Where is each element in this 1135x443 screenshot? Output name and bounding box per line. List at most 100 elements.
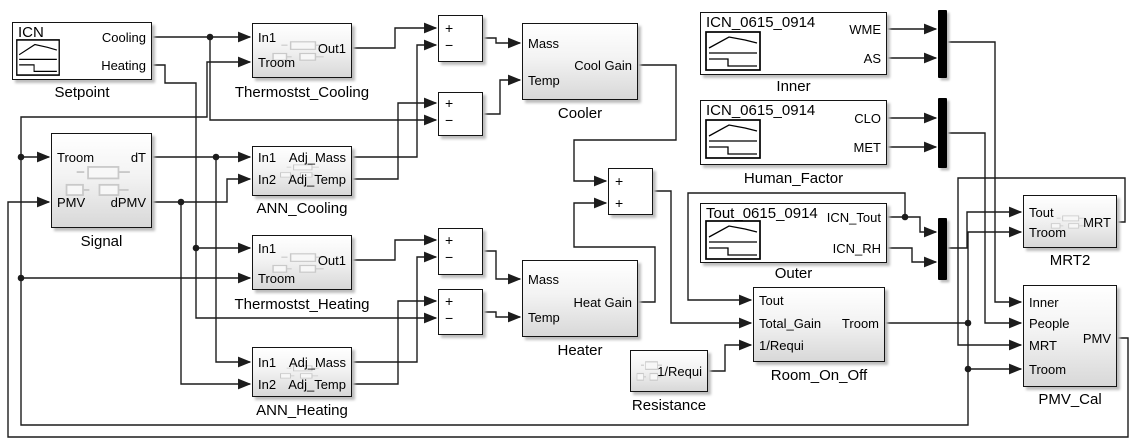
wire-icn-tout-branch-to-room-tout[interactable] [687, 192, 906, 306]
thermostst_heating-output-port-Out1: Out1 [317, 253, 346, 268]
resistance-output-port-1/Requi: 1/Requi [657, 364, 702, 379]
signal-output-port-dT: dT [130, 150, 146, 165]
block-resistance[interactable]: 1/Requi [630, 350, 708, 392]
wire-sum1-to-cooler-mass[interactable] [483, 37, 522, 49]
wire-cooling-branch-to-sum2-minus[interactable] [209, 37, 438, 126]
wire-signal-dt-to-ann-heating-in1[interactable] [215, 157, 252, 368]
thermostst_cooling-input-port-In1: In1 [258, 30, 277, 45]
block-sum3[interactable]: +− [438, 228, 483, 275]
wire-sum4-to-heater-temp[interactable] [483, 311, 522, 323]
wire-outer-icn-tout-to-mux[interactable] [887, 216, 938, 238]
thermostst_cooling-output-port-Out1: Out1 [317, 41, 346, 56]
heater-output-port-Heat Gain: Heat Gain [573, 295, 632, 310]
wire-junction-dot [17, 274, 25, 282]
signal-input-port-PMV: PMV [57, 195, 86, 210]
ann_heating-output-port-Adj_Temp: Adj_Temp [288, 377, 346, 392]
ann_cooling-input-port-In2: In2 [258, 172, 277, 187]
sum2-sign-1: − [445, 112, 454, 128]
outer-output-port-ICN_RH: ICN_RH [832, 241, 881, 256]
label-resistance: Resistance [631, 397, 707, 414]
block-sum1[interactable]: +− [438, 15, 483, 62]
wire-troom-to-mrt2-troom[interactable] [967, 226, 1023, 323]
wire-pmv-feedback-to-signal-pmv[interactable] [7, 196, 1129, 438]
wire-heat-gain-to-sum5-plus2[interactable] [573, 197, 656, 303]
pmv_cal-input-port-Troom: Troom [1029, 362, 1067, 377]
signal-plot-icon [705, 220, 761, 260]
wire-junction-dot [177, 198, 185, 206]
wire-troom-feedback-to-thermostst-cooling-troom[interactable] [20, 56, 969, 426]
sum1-sign-0: + [445, 20, 454, 36]
wire-thermostst-cooling-out1-to-sum1-plus[interactable] [352, 22, 438, 49]
wire-signal-dpmv-to-ann-cooling-in2[interactable] [152, 173, 252, 203]
label-thermostst_heating: Thermostst_Heating [234, 296, 370, 313]
ann_heating-output-port-Adj_Mass: Adj_Mass [288, 355, 346, 370]
wire-mux-inner-to-pmv-cal-inner[interactable] [947, 41, 1023, 308]
block-sum5[interactable]: ++ [608, 168, 653, 215]
wire-ann-heating-adj-mass-to-sum3-minus[interactable] [352, 251, 438, 363]
wire-cool-gain-to-sum5-plus1[interactable] [573, 64, 677, 187]
wire-heating-branch-to-sum4-minus[interactable] [195, 248, 438, 324]
wire-outer-icn-rh-to-mux[interactable] [887, 247, 938, 268]
outer-output-port-ICN_Tout: ICN_Tout [826, 210, 881, 225]
wire-mux-human-factor-to-pmv-cal-people[interactable] [947, 132, 1023, 329]
subsystem-sketch-icon [65, 165, 130, 196]
wire-mrt2-mrt-to-pmv-cal-mrt[interactable] [957, 177, 1126, 351]
wire-ann-heating-adj-temp-to-sum4-plus[interactable] [352, 295, 438, 385]
label-outer: Outer [774, 265, 813, 282]
wire-signal-dpmv-to-ann-heating-in2[interactable] [180, 202, 252, 390]
room_on_off-input-port-Total_Gain: Total_Gain [759, 316, 822, 331]
wire-resistance-to-room-1requi[interactable] [708, 339, 753, 372]
human_factor-title: ICN_0615_0914 [706, 102, 816, 119]
wire-ann-cooling-adj-mass-to-sum1-minus[interactable] [352, 39, 438, 158]
sum1-sign-1: − [445, 37, 454, 53]
label-cooler: Cooler [557, 105, 603, 122]
wire-sum2-to-cooler-temp[interactable] [483, 74, 522, 115]
block-sum2[interactable]: +− [438, 92, 483, 136]
label-human_factor: Human_Factor [743, 170, 844, 187]
block-mux_human_factor[interactable] [938, 98, 947, 168]
pmv_cal-input-port-MRT: MRT [1029, 338, 1057, 353]
mrt2-input-port-Tout: Tout [1029, 205, 1054, 220]
wire-setpoint-heating-to-thermostst-heating-in1[interactable] [152, 64, 252, 254]
subsystem-sketch-icon [272, 40, 325, 61]
wire-sum3-to-heater-mass[interactable] [483, 250, 522, 285]
block-mux_inner[interactable] [938, 10, 947, 78]
cooler-input-port-Temp: Temp [528, 73, 560, 88]
subsystem-sketch-icon [636, 361, 662, 381]
wire-junction-dot [964, 365, 972, 373]
wire-junction-dot [17, 153, 25, 161]
wire-troom-to-pmv-cal-troom[interactable] [967, 323, 1023, 375]
label-inner: Inner [776, 78, 811, 95]
pmv_cal-input-port-Inner: Inner [1029, 295, 1059, 310]
human_factor-output-port-MET: MET [853, 140, 881, 155]
heater-input-port-Mass: Mass [528, 272, 560, 287]
setpoint-output-port-Cooling: Cooling [101, 30, 146, 45]
block-sum4[interactable]: +− [438, 289, 483, 335]
block-mux_outer[interactable] [938, 218, 947, 280]
wire-junction-dot [901, 213, 909, 221]
human_factor-output-port-CLO: CLO [854, 111, 881, 126]
wire-ann-cooling-adj-temp-to-sum2-plus[interactable] [352, 97, 438, 180]
wire-mux-outer-to-mrt2-tout[interactable] [947, 206, 1023, 249]
signal-plot-icon [705, 31, 761, 71]
heater-input-port-Temp: Temp [528, 310, 560, 325]
cooler-output-port-Cool Gain: Cool Gain [574, 58, 632, 73]
wire-sum5-to-room-total-gain[interactable] [653, 190, 753, 329]
wire-junction-dot [964, 319, 972, 327]
wire-thermostst-heating-out1-to-sum3-plus[interactable] [352, 234, 438, 261]
ann_heating-input-port-In2: In2 [258, 377, 277, 392]
